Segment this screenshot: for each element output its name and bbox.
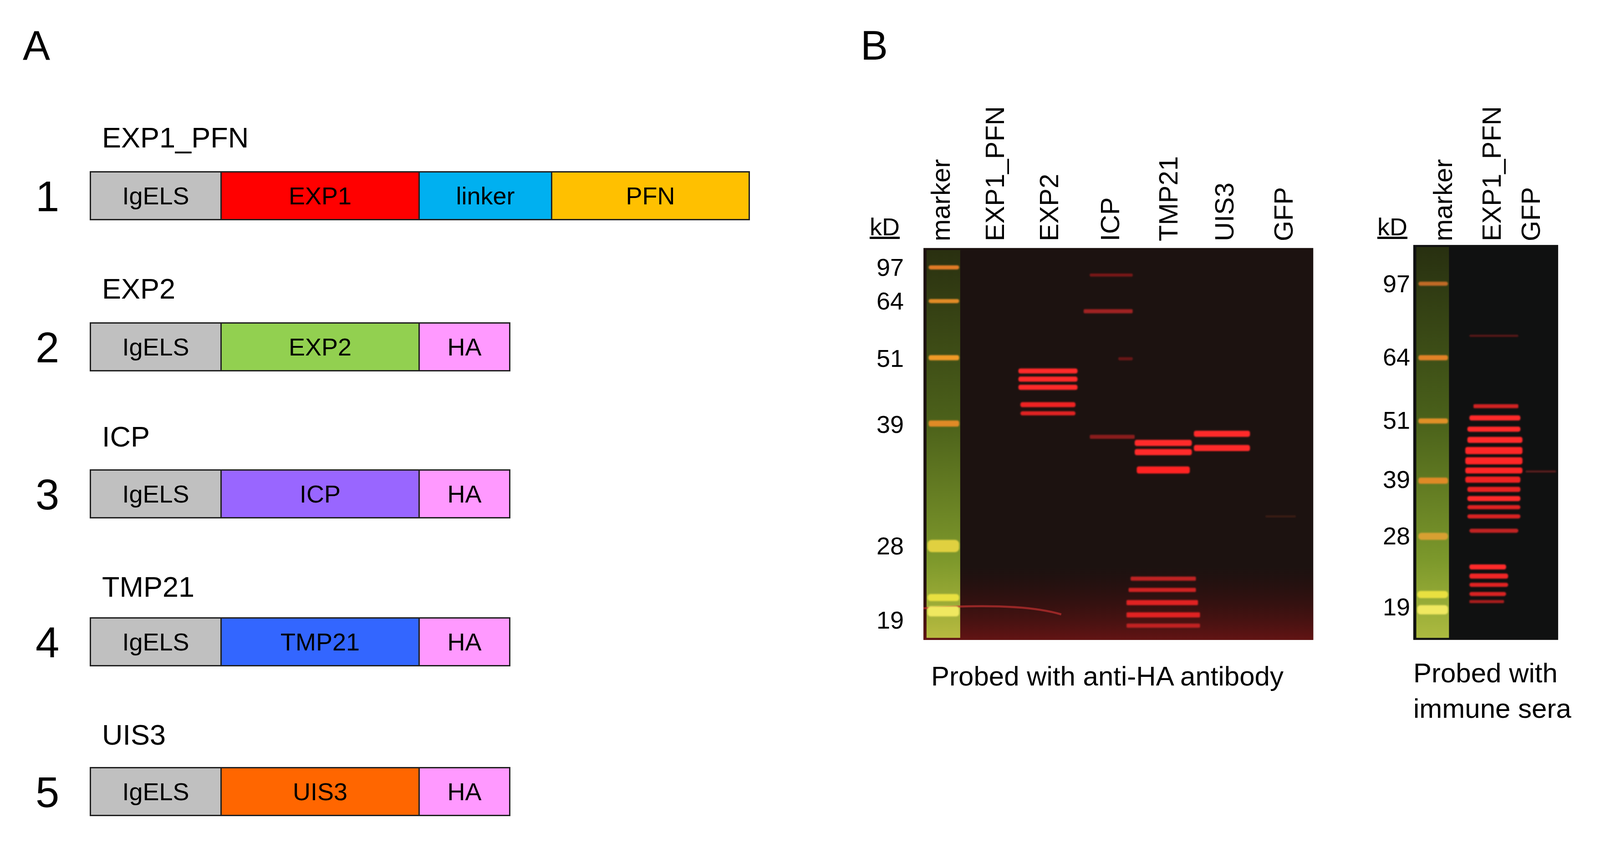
segment-label: EXP1	[288, 183, 352, 209]
construct-number: 1	[35, 175, 60, 219]
antigen-segment: PFN	[550, 171, 750, 221]
mass-marker: 39	[1382, 467, 1411, 492]
tag-segment: HA	[418, 767, 511, 817]
segment-label: IgELS	[122, 779, 189, 805]
segment-label: IgELS	[122, 183, 189, 209]
mass-marker: 64	[1382, 344, 1411, 370]
lane-label: EXP1_PFN	[1478, 106, 1505, 242]
lane-label: UIS3	[1211, 182, 1238, 242]
mass-marker: 97	[1382, 271, 1411, 296]
construct-number: 2	[35, 326, 60, 370]
panel-letter: A	[22, 25, 51, 67]
construct-name: TMP21	[101, 572, 195, 602]
signal-segment: IgELS	[89, 617, 222, 667]
mass-marker: 39	[876, 412, 904, 437]
tag-segment: HA	[418, 469, 511, 519]
linker-segment: linker	[418, 171, 553, 221]
segment-label: ICP	[299, 481, 341, 507]
lane-label: EXP1_PFN	[981, 106, 1009, 242]
segment-label: HA	[447, 779, 482, 805]
construct-name: ICP	[101, 422, 150, 452]
mass-marker: 51	[1382, 407, 1411, 433]
axis-unit: kD	[1377, 214, 1408, 240]
lane-label: GFP	[1270, 187, 1297, 242]
segment-label: HA	[447, 629, 482, 655]
segment-label: EXP2	[288, 334, 352, 360]
lane-label: TMP21	[1155, 156, 1182, 242]
segment-label: PFN	[626, 183, 676, 209]
construct-name: EXP2	[101, 274, 176, 304]
mass-marker: 28	[1382, 523, 1411, 549]
segment-label: UIS3	[292, 779, 348, 805]
lane-label: ICP	[1096, 197, 1124, 242]
segment-label: IgELS	[122, 334, 189, 360]
panel-letter: B	[860, 25, 888, 67]
mass-marker: 19	[876, 607, 904, 633]
tag-segment: HA	[418, 322, 511, 372]
mass-marker: 51	[876, 346, 904, 371]
signal-segment: IgELS	[89, 171, 222, 221]
segment-label: HA	[447, 481, 482, 507]
construct-number: 3	[35, 473, 60, 517]
segment-label: IgELS	[122, 629, 189, 655]
signal-segment: IgELS	[89, 469, 222, 519]
segment-label: HA	[447, 334, 482, 360]
mass-marker: 19	[1382, 594, 1411, 620]
construct-number: 4	[35, 621, 60, 665]
blot-immune-sera	[1413, 244, 1559, 641]
segment-label: linker	[455, 183, 515, 209]
antigen-segment: UIS3	[220, 767, 420, 817]
construct-name: UIS3	[101, 720, 166, 750]
antigen-segment: EXP2	[220, 322, 420, 372]
mass-marker: 97	[876, 254, 904, 280]
mass-marker: 28	[876, 533, 904, 559]
lane-label: marker	[1429, 159, 1457, 242]
blot-caption: Probed with immune sera	[1413, 655, 1596, 727]
lane-label: GFP	[1517, 187, 1544, 242]
antigen-segment: EXP1	[220, 171, 420, 221]
blot-caption: Probed with anti-HA antibody	[931, 662, 1284, 691]
antigen-segment: ICP	[220, 469, 420, 519]
antigen-segment: TMP21	[220, 617, 420, 667]
tag-segment: HA	[418, 617, 511, 667]
blot-anti-ha	[923, 248, 1314, 641]
lane-label: EXP2	[1035, 173, 1063, 242]
segment-label: IgELS	[122, 481, 189, 507]
construct-number: 5	[35, 771, 60, 815]
mass-marker: 64	[876, 288, 904, 314]
signal-segment: IgELS	[89, 322, 222, 372]
lane-label: marker	[927, 159, 954, 242]
axis-unit: kD	[869, 214, 900, 240]
construct-name: EXP1_PFN	[101, 123, 249, 153]
segment-label: TMP21	[280, 629, 360, 655]
signal-segment: IgELS	[89, 767, 222, 817]
